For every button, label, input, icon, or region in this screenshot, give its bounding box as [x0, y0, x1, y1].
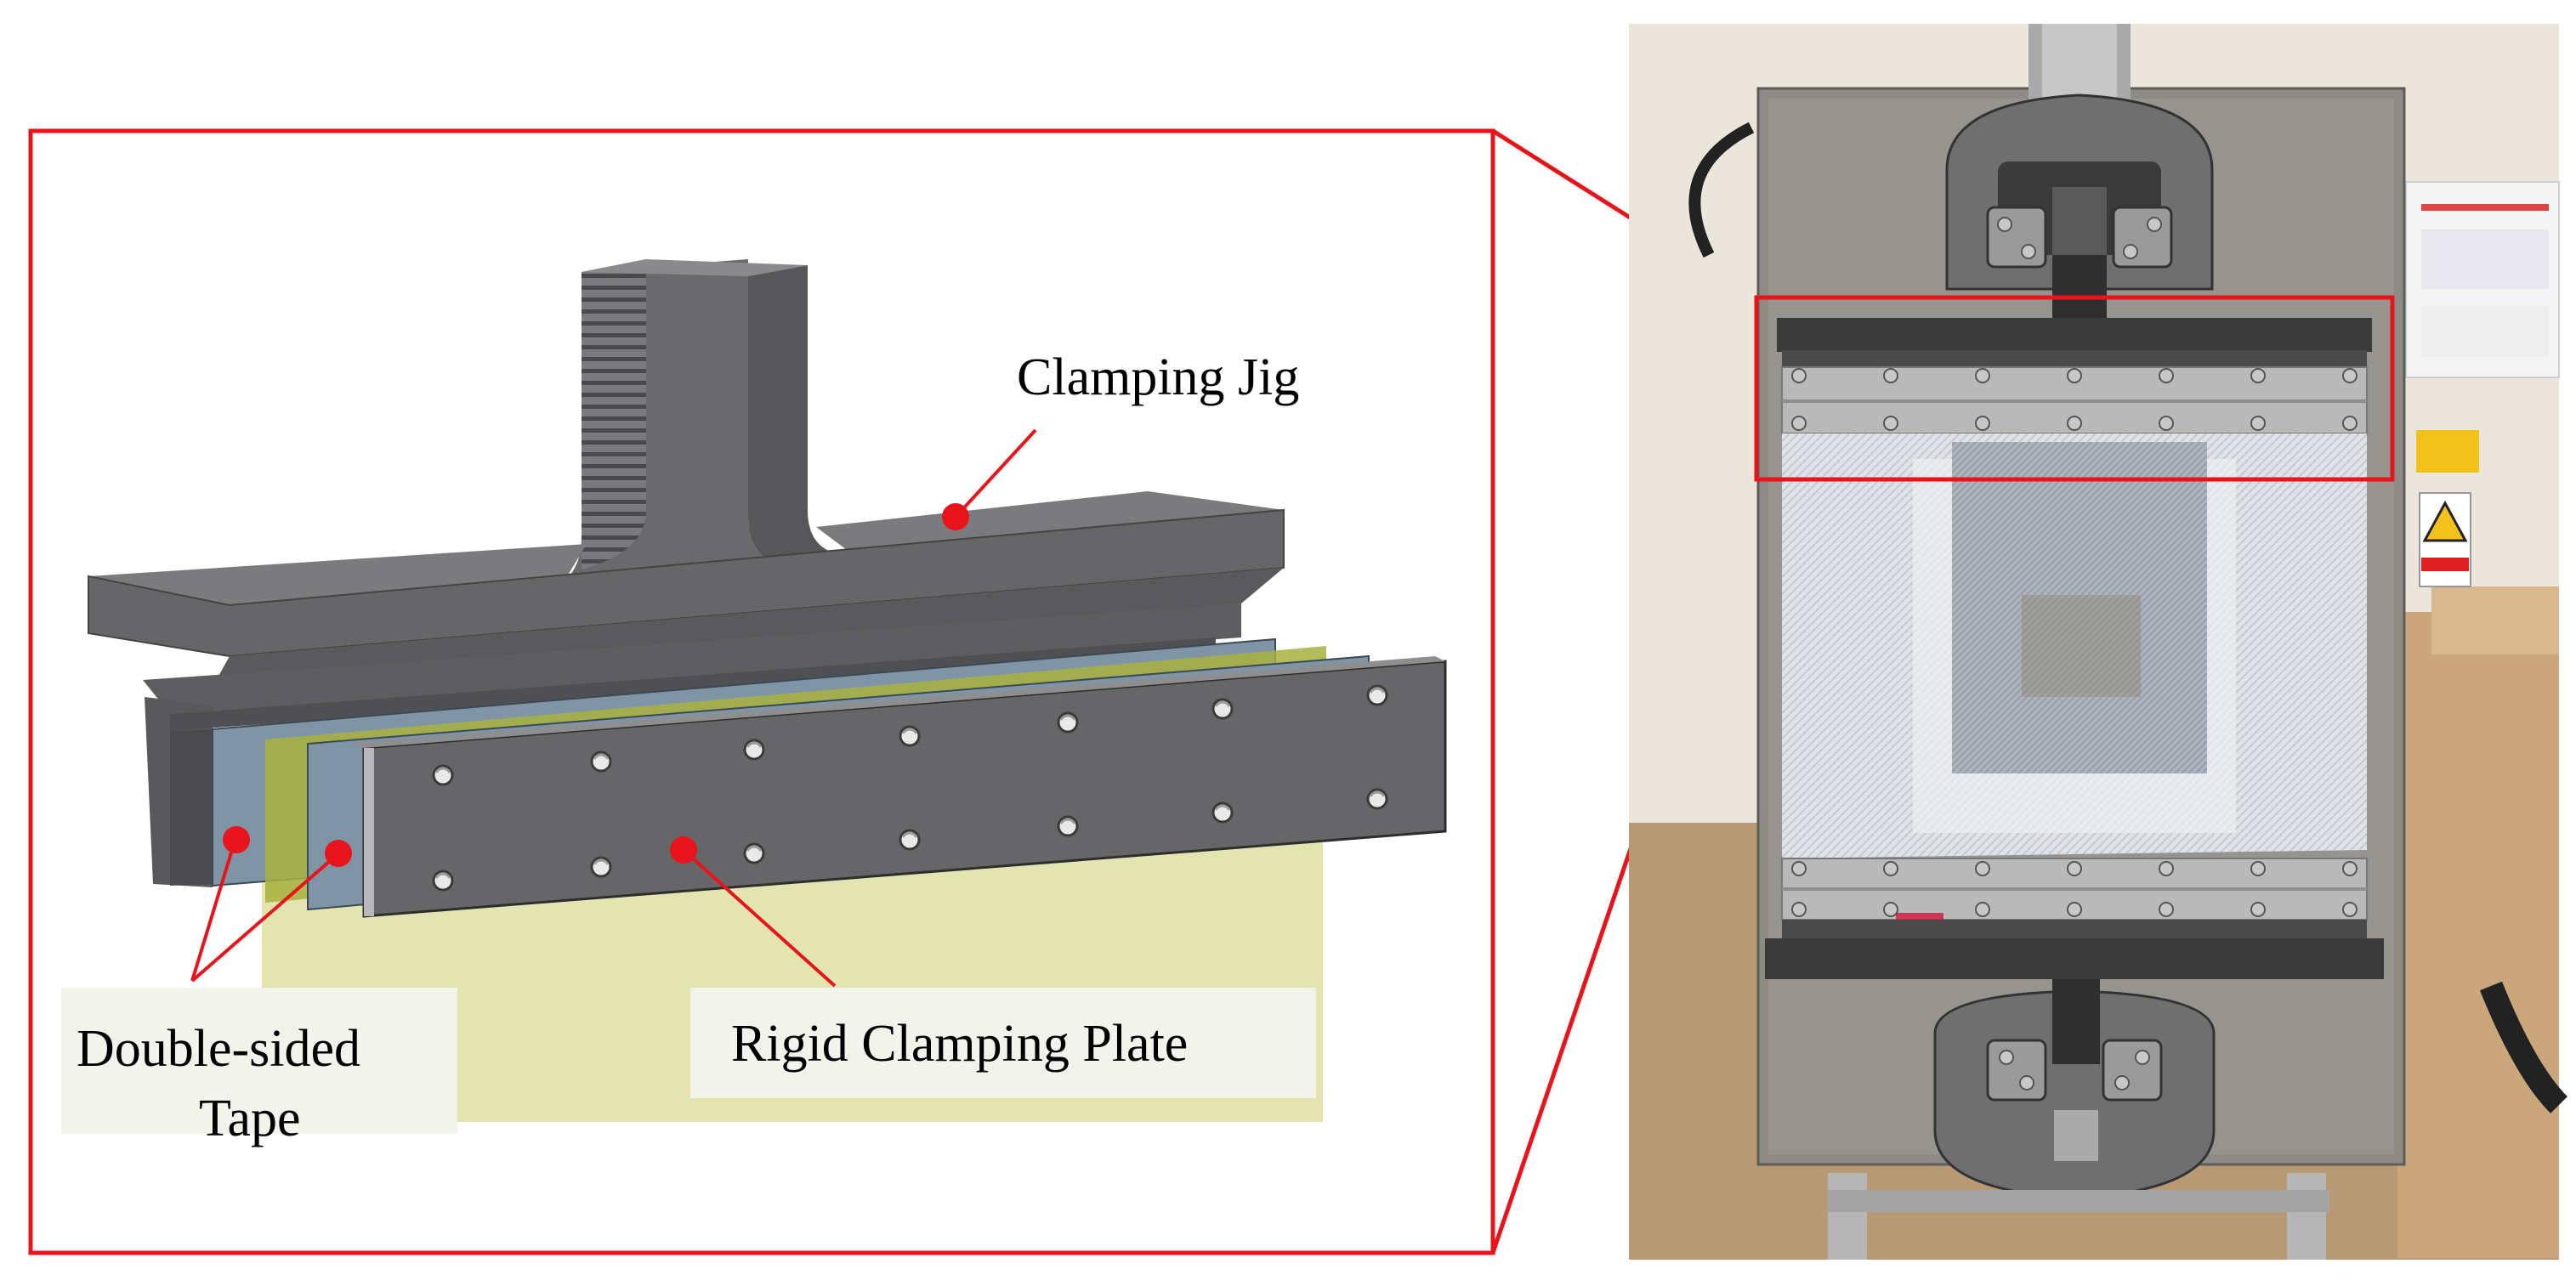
bolt-icon: [2250, 902, 2266, 917]
test-setup-photo: [1629, 24, 2568, 1260]
label-double-sided-line1: Double-sided: [77, 1020, 360, 1078]
bolt-icon: [1975, 902, 1990, 917]
callout-pointers: [190, 428, 1037, 988]
bolt-icon: [2250, 861, 2266, 876]
pointer-dot-icon: [223, 826, 250, 853]
bolt-icon: [2067, 861, 2082, 876]
bolt-icon: [1883, 416, 1898, 431]
bolt-icon: [2342, 416, 2358, 431]
rigid-clamping-plate: [354, 656, 1447, 918]
bolt-icon: [2159, 861, 2174, 876]
bolt-icon: [2250, 416, 2266, 431]
bolt-icon: [1883, 861, 1898, 876]
pointer-dot-icon: [670, 836, 697, 864]
bolt-icon: [2342, 368, 2358, 383]
bolt-icon: [2250, 368, 2266, 383]
pointer-dot-icon: [942, 503, 969, 530]
clamping-jig: [88, 259, 1285, 887]
bolt-icon: [1791, 861, 1807, 876]
pointer-dot-icon: [325, 840, 352, 867]
bolt-icon: [1975, 368, 1990, 383]
tape-label-box: [61, 988, 457, 1134]
bolt-icon: [2342, 861, 2358, 876]
bolt-icon: [1791, 368, 1807, 383]
bolt-icon: [2067, 416, 2082, 431]
label-double-sided-line2: Tape: [199, 1090, 301, 1147]
bolt-icon: [1791, 902, 1807, 917]
bolt-icon: [1883, 902, 1898, 917]
bolt-icon: [2159, 416, 2174, 431]
bolt-icon: [2159, 902, 2174, 917]
bolt-icon: [2067, 902, 2082, 917]
bolt-icon: [2159, 368, 2174, 383]
upper-grip: [1945, 93, 2214, 323]
bolt-icon: [1975, 861, 1990, 876]
label-rigid-clamping-plate: Rigid Clamping Plate: [731, 1015, 1188, 1073]
photo-highlight-box: [1754, 295, 2395, 482]
bolt-icon: [2342, 902, 2358, 917]
zoom-panel: Clamping Jig Double-sided Tape Rigid Cla…: [28, 128, 1495, 1255]
lower-clamp-photo: [1765, 858, 2384, 979]
bolt-icon: [1975, 416, 1990, 431]
bolt-icon: [2067, 368, 2082, 383]
label-clamping-jig: Clamping Jig: [1017, 348, 1299, 406]
bolt-icon: [1791, 416, 1807, 431]
lower-grip: [1933, 979, 2216, 1200]
plate-label-box: [690, 988, 1316, 1098]
bolt-icon: [1883, 368, 1898, 383]
fabric-specimen-photo: [1782, 433, 2367, 858]
